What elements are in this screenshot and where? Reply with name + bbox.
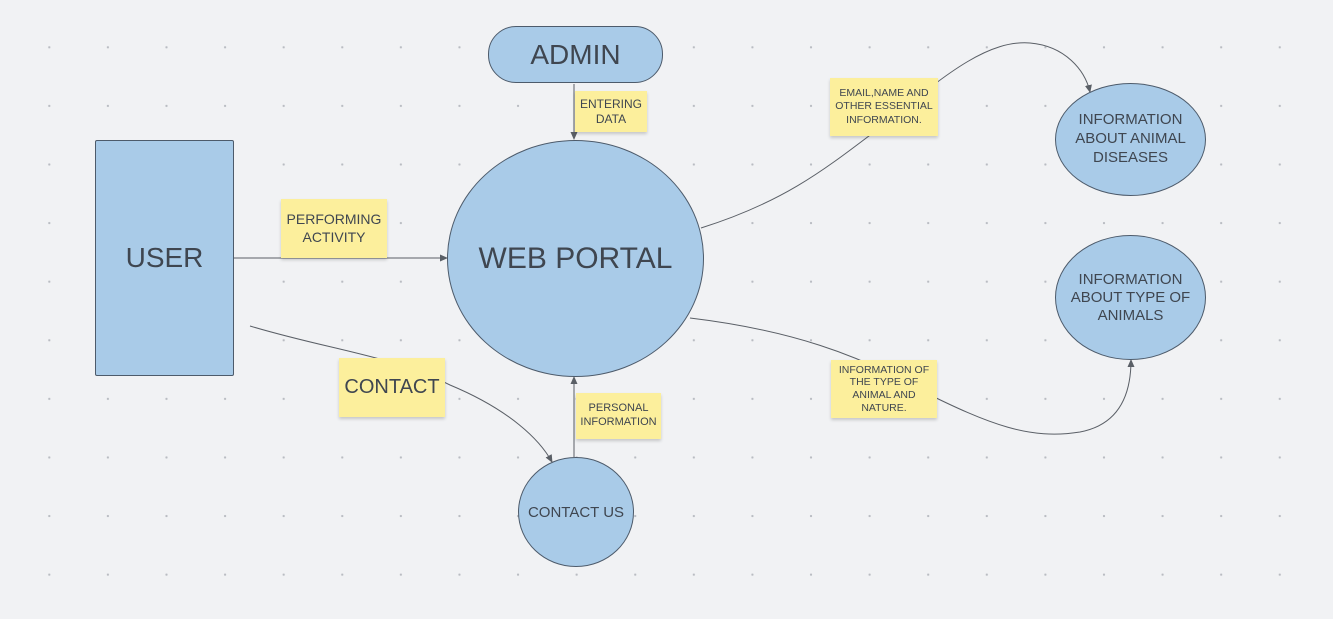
- user-node[interactable]: USER: [95, 140, 234, 376]
- note-contact[interactable]: CONTACT: [339, 358, 445, 417]
- connector-portal-to-diseases: [700, 42, 1092, 229]
- note-personal-information[interactable]: PERSONAL INFORMATION: [576, 393, 661, 439]
- web-portal-node[interactable]: WEB PORTAL: [447, 140, 704, 377]
- user-node-label: USER: [125, 242, 204, 273]
- note-email-name-text: EMAIL,NAME AND OTHER ESSENTIAL INFORMATI…: [835, 87, 933, 126]
- note-contact-text: CONTACT: [344, 376, 440, 398]
- info-types-node[interactable]: INFORMATION ABOUT TYPE OF ANIMALS: [1055, 235, 1206, 360]
- note-performing-activity[interactable]: PERFORMING ACTIVITY: [281, 199, 387, 258]
- info-diseases-node-label: INFORMATION ABOUT ANIMAL DISEASES: [1075, 111, 1186, 166]
- admin-node[interactable]: ADMIN: [488, 26, 663, 83]
- contact-us-node[interactable]: CONTACT US: [518, 457, 634, 567]
- note-personal-information-text: PERSONAL INFORMATION: [580, 402, 657, 428]
- info-types-node-label: INFORMATION ABOUT TYPE OF ANIMALS: [1070, 270, 1191, 324]
- note-email-name[interactable]: EMAIL,NAME AND OTHER ESSENTIAL INFORMATI…: [830, 78, 938, 136]
- note-entering-data-text: ENTERING DATA: [579, 96, 642, 126]
- note-type-nature[interactable]: INFORMATION OF THE TYPE OF ANIMAL AND NA…: [831, 360, 937, 418]
- info-diseases-node[interactable]: INFORMATION ABOUT ANIMAL DISEASES: [1055, 83, 1206, 196]
- note-entering-data[interactable]: ENTERING DATA: [575, 91, 647, 132]
- note-performing-activity-text: PERFORMING ACTIVITY: [286, 211, 382, 245]
- admin-node-label: ADMIN: [530, 38, 621, 70]
- connector-portal-to-types: [689, 317, 1135, 435]
- note-type-nature-text: INFORMATION OF THE TYPE OF ANIMAL AND NA…: [838, 363, 930, 414]
- web-portal-node-label: WEB PORTAL: [478, 241, 673, 275]
- contact-us-node-label: CONTACT US: [527, 503, 625, 521]
